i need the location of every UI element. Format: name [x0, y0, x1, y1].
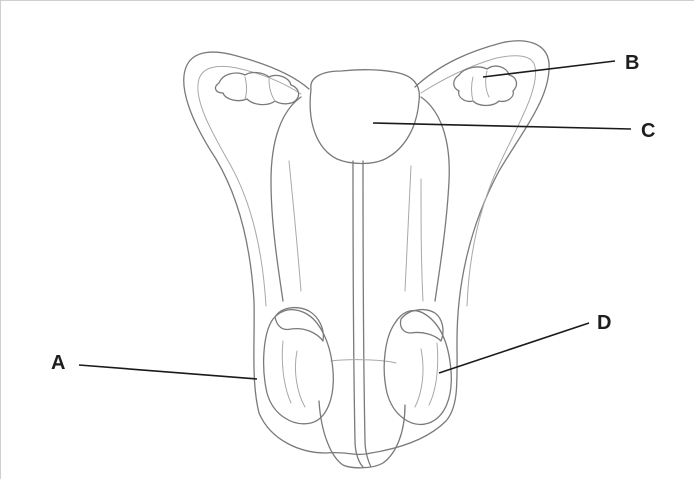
label-a: A: [51, 352, 65, 374]
vas-deferens: [271, 97, 449, 301]
urethra: [331, 161, 396, 467]
penis-outline: [319, 401, 405, 468]
bladder: [310, 70, 419, 164]
left-testis: [264, 308, 334, 424]
outer-outline: [184, 41, 549, 455]
left-seminal-vesicle: [216, 73, 299, 105]
right-seminal-vesicle: [454, 66, 517, 105]
leader-lines: [79, 61, 631, 379]
label-c: C: [641, 120, 655, 142]
leader-line-c: [373, 123, 631, 129]
right-testis: [384, 310, 451, 425]
label-b: B: [625, 52, 639, 74]
leader-line-d: [439, 323, 589, 373]
leader-line-a: [79, 365, 257, 379]
label-d: D: [597, 312, 611, 334]
